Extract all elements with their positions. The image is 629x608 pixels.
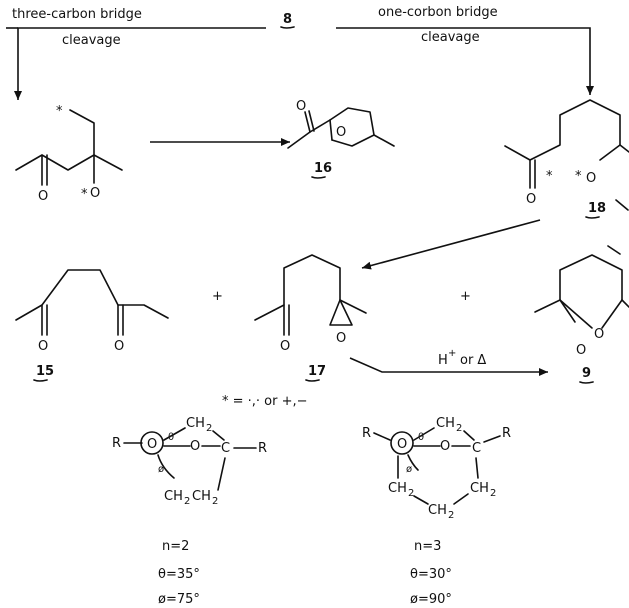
svg-text:CH: CH xyxy=(164,489,183,504)
svg-text:O: O xyxy=(38,339,48,354)
svg-text:CH: CH xyxy=(470,481,489,496)
svg-text:O: O xyxy=(296,99,306,114)
svg-text:θ: θ xyxy=(418,432,424,443)
svg-text:O: O xyxy=(38,189,48,204)
underline-8 xyxy=(280,26,295,29)
svg-text:θ: θ xyxy=(168,432,174,443)
svg-text:2: 2 xyxy=(456,423,462,434)
svg-text:O: O xyxy=(586,171,596,186)
one-carbon-title: one-corbon bridge xyxy=(378,5,498,20)
svg-text:CH: CH xyxy=(186,416,205,431)
svg-text:R: R xyxy=(112,436,121,451)
svg-text:2: 2 xyxy=(212,496,218,507)
svg-text:ø: ø xyxy=(406,464,412,475)
svg-text:C: C xyxy=(472,441,481,456)
radical-legend: * = ·,· or +,− xyxy=(222,394,308,409)
svg-text:O: O xyxy=(397,437,407,452)
compound-16: O O 16 xyxy=(287,99,395,179)
label-16: 16 xyxy=(314,161,332,176)
compound-17: O O 17 xyxy=(254,254,367,382)
svg-text:*: * xyxy=(56,104,63,119)
svg-text:2: 2 xyxy=(206,423,212,434)
arrow-to-three-carbon xyxy=(14,27,266,100)
plus-2: + xyxy=(460,289,471,304)
svg-text:O: O xyxy=(336,331,346,346)
n2-phi: ø=75° xyxy=(158,592,200,607)
svg-text:O: O xyxy=(190,439,200,454)
svg-text:O: O xyxy=(440,439,450,454)
svg-text:CH: CH xyxy=(388,481,407,496)
condition-or-delta: or Δ xyxy=(460,353,486,368)
label-9: 9 xyxy=(582,366,591,381)
svg-text:2: 2 xyxy=(184,496,190,507)
compound-15: O O 15 xyxy=(15,269,169,382)
plus-1: + xyxy=(212,289,223,304)
three-carbon-sub: cleavage xyxy=(62,33,121,48)
conformation-n2: R O CH 2 θ O C R ø CH 2 CH 2 n=2 θ=35° ø… xyxy=(112,416,267,607)
svg-text:R: R xyxy=(258,441,267,456)
svg-text:O: O xyxy=(594,327,604,342)
compound-8-label: 8 xyxy=(283,12,292,27)
svg-text:O: O xyxy=(280,339,290,354)
label-18: 18 xyxy=(588,201,606,216)
svg-text:O: O xyxy=(336,125,346,140)
svg-text:CH: CH xyxy=(192,489,211,504)
n2-value: n=2 xyxy=(162,539,189,554)
n3-phi: ø=90° xyxy=(410,592,452,607)
svg-text:O: O xyxy=(147,437,157,452)
svg-text:O: O xyxy=(576,343,586,358)
label-17: 17 xyxy=(308,364,326,379)
svg-text:*: * xyxy=(575,169,582,184)
svg-text:2: 2 xyxy=(408,488,414,499)
svg-text:*: * xyxy=(81,187,88,202)
svg-text:O: O xyxy=(526,192,536,207)
conformation-n3: R O CH 2 θ O C R ø CH 2 CH 2 CH 2 n=3 θ=… xyxy=(362,416,511,607)
svg-text:R: R xyxy=(362,426,371,441)
svg-text:*: * xyxy=(546,169,553,184)
svg-text:2: 2 xyxy=(490,488,496,499)
condition-h: H xyxy=(438,353,448,368)
n3-value: n=3 xyxy=(414,539,441,554)
one-carbon-sub: cleavage xyxy=(421,30,480,45)
arrow-to-one-carbon xyxy=(336,27,594,95)
svg-text:ø: ø xyxy=(158,464,164,475)
three-carbon-title: three-carbon bridge xyxy=(12,7,142,22)
svg-text:2: 2 xyxy=(448,510,454,521)
intermediate-left: O O * * xyxy=(15,104,123,204)
compound-9: O O 9 xyxy=(534,245,629,384)
n2-theta: θ=35° xyxy=(158,567,200,582)
svg-text:O: O xyxy=(114,339,124,354)
condition-h-sup: + xyxy=(448,348,456,359)
svg-text:CH: CH xyxy=(436,416,455,431)
svg-text:C: C xyxy=(221,441,230,456)
n3-theta: θ=30° xyxy=(410,567,452,582)
label-15: 15 xyxy=(36,364,54,379)
svg-text:CH: CH xyxy=(428,503,447,518)
arrow-18-to-17 xyxy=(361,219,541,270)
svg-text:O: O xyxy=(90,186,100,201)
svg-text:R: R xyxy=(502,426,511,441)
arrow-17-to-9 xyxy=(349,357,548,376)
compound-18: O O * * 18 xyxy=(504,99,629,219)
